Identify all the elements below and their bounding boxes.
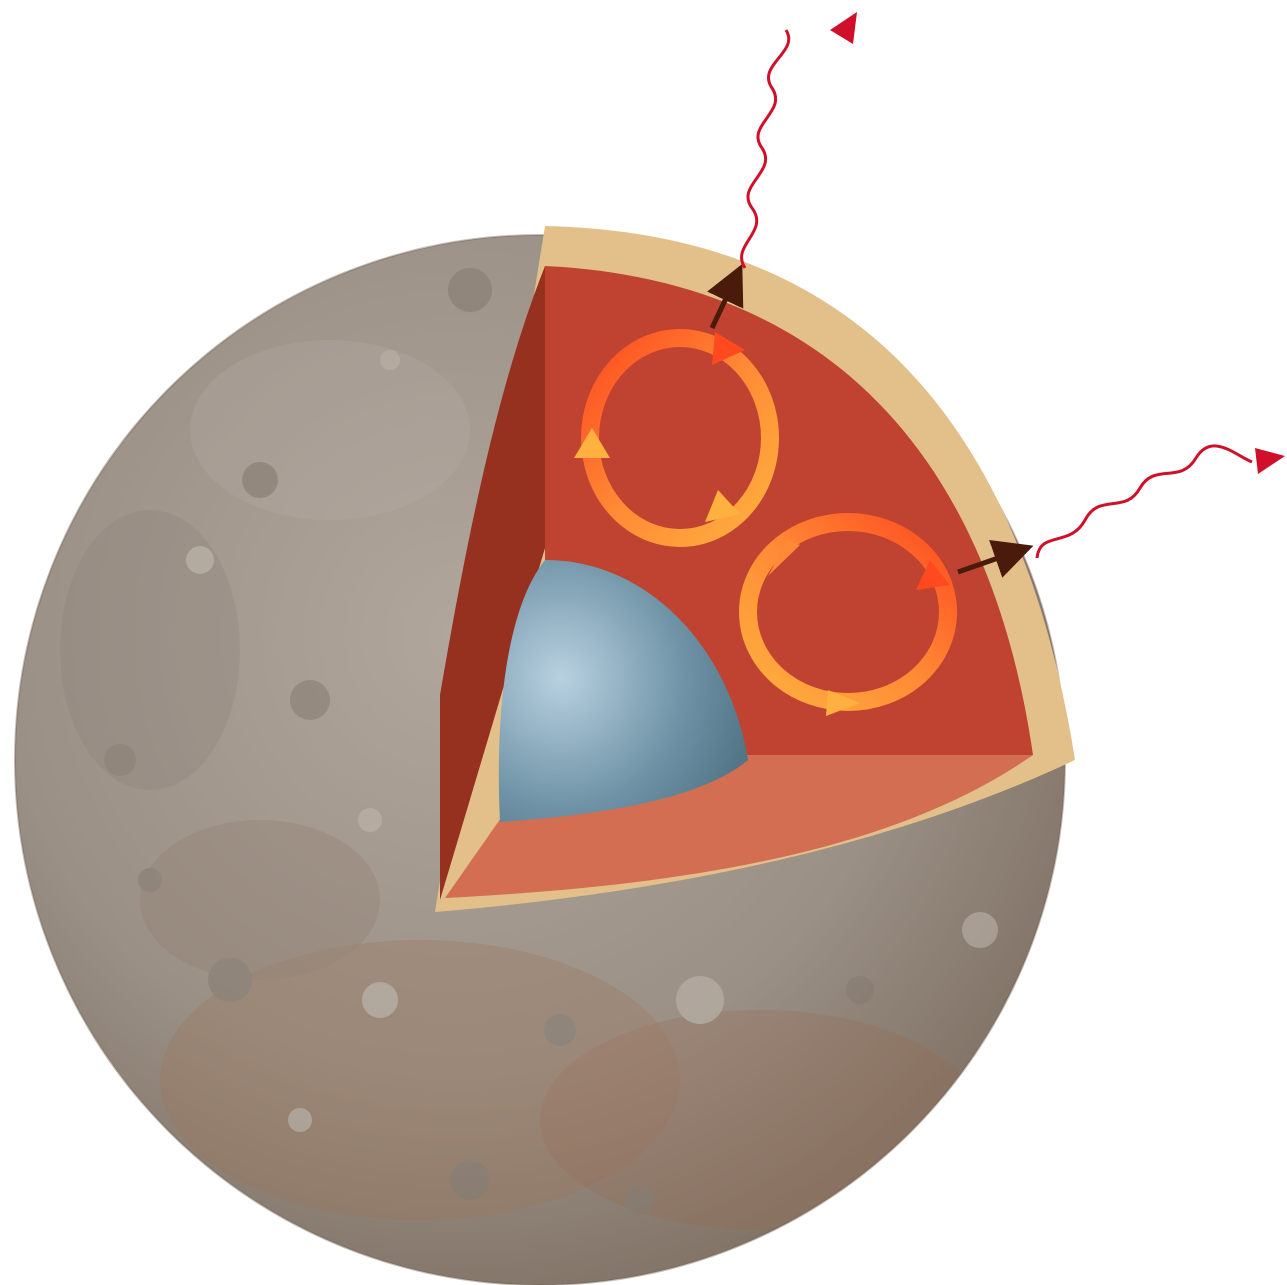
radiation-arrowhead [1255, 448, 1285, 474]
wavy-arrow-icon [1037, 446, 1252, 558]
wavy-arrow-icon [742, 30, 789, 268]
radiation-arrowhead [830, 12, 857, 44]
